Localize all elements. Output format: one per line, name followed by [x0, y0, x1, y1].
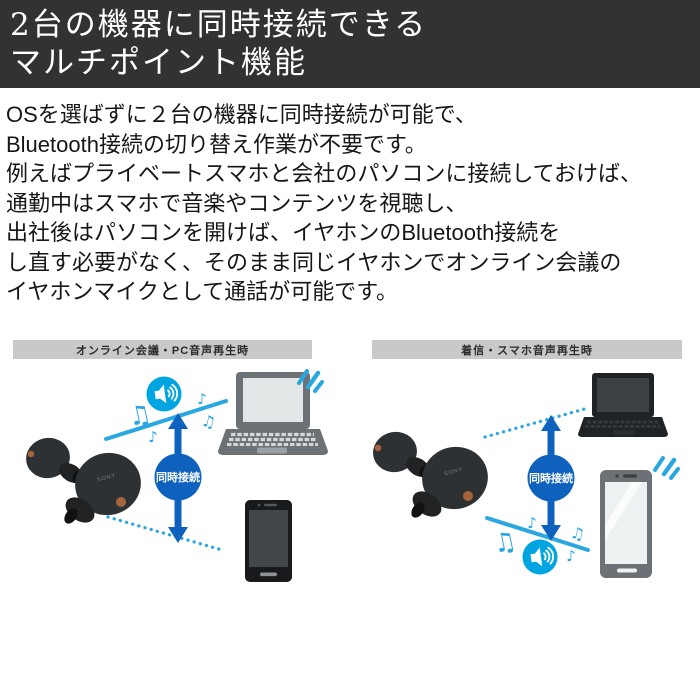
music-note-icon: ♫ [490, 526, 519, 560]
connection-badge: 同時接続 [154, 453, 202, 501]
laptop-icon [218, 372, 328, 455]
earbuds-icon [22, 433, 148, 528]
connection-badge: 同時接続 [527, 454, 575, 502]
speaker-icon [521, 538, 559, 576]
connection-badge-label: 同時接続 [156, 470, 200, 484]
diagram-incoming-call: ♫ ♪ ♫ ♪ [369, 373, 700, 578]
music-note-icon: ♪ [148, 428, 158, 446]
intro-line: し直す必要がなく、そのまま同じイヤホンでオンライン会議の [6, 249, 622, 275]
intro-line: Bluetooth接続の切り替え作業が不要です。 [6, 131, 427, 157]
intro-line: OSを選ばずに２台の機器に同時接続が可能で、 [6, 102, 477, 127]
dotted-connection-line [483, 406, 590, 439]
earbuds-icon [369, 427, 495, 522]
intro-line: 出社後はパソコンを開けば、イヤホンのBluetooth接続を [6, 220, 561, 245]
intro-line: 通勤中はスマホで音楽やコンテンツを視聴し、 [6, 190, 468, 216]
dotted-connection-line [106, 515, 224, 552]
panel-online-meeting-title: オンライン会議・PC音声再生時 [13, 340, 312, 359]
solid-connection-line [485, 516, 590, 552]
speaker-icon [145, 375, 183, 413]
panel-online-meeting: オンライン会議・PC音声再生時 SONY [0, 340, 345, 625]
smartphone-icon [600, 470, 652, 578]
solid-connection-line [104, 399, 228, 441]
music-note-icon: ♪ [197, 390, 207, 408]
intro-line: 例えばプライベートスマホと会社のパソコンに接続しておけば、 [6, 161, 643, 186]
diagram-online-meeting: SONY [22, 360, 328, 582]
page-title-line2: マルチポイント機能 [10, 45, 307, 81]
panel-incoming-call-title: 着信・スマホ音声再生時 [372, 340, 682, 359]
music-note-icon: ♫ [200, 411, 218, 433]
smartphone-icon [245, 500, 292, 582]
panel-incoming-call: 着信・スマホ音声再生時 ♫ ♪ ♫ ♪ [355, 340, 700, 625]
intro-paragraph: OSを選ばずに２台の機器に同時接続が可能で、 Bluetooth接続の切り替え作… [6, 100, 700, 307]
connection-badge-label: 同時接続 [529, 471, 573, 485]
alert-lines-icon [655, 458, 678, 478]
laptop-icon [578, 373, 668, 437]
intro-line: イヤホンマイクとして通話が可能です。 [6, 279, 399, 304]
header-banner: 2台の機器に同時接続できる マルチポイント機能 [0, 0, 700, 88]
music-note-icon: ♪ [527, 514, 537, 532]
music-note-icon: ♪ [566, 547, 576, 565]
music-note-icon: ♫ [569, 523, 587, 545]
page-title-line1: 2台の機器に同時接続できる [10, 7, 428, 43]
